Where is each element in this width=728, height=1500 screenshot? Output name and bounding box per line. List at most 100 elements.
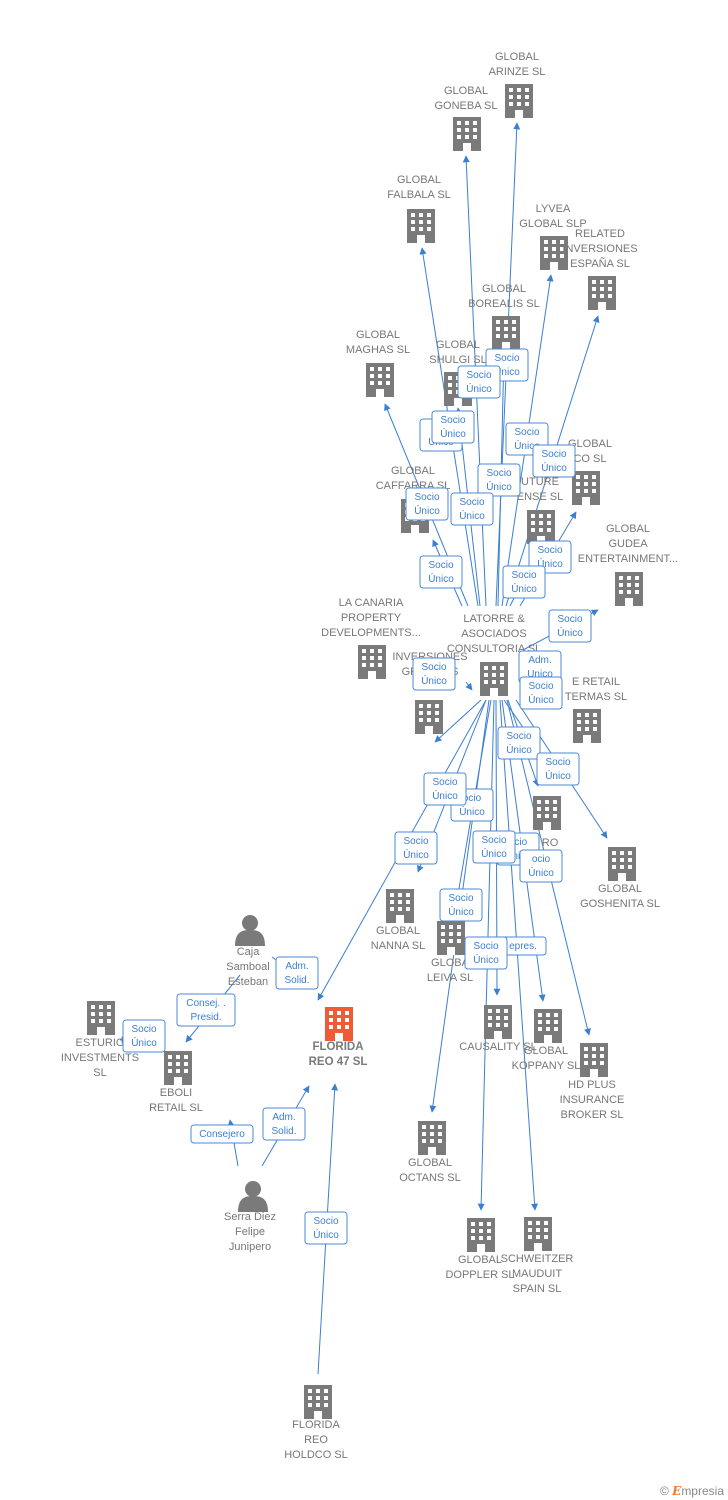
badge-label: Único: [545, 769, 571, 782]
badge-label: Único: [313, 1228, 339, 1241]
badge-box: [304, 1211, 348, 1245]
badge-label: Socio: [541, 449, 566, 460]
badge-box: [419, 555, 463, 589]
building-icon: [573, 709, 601, 743]
building-icon: [588, 276, 616, 310]
building-icon: [534, 1009, 562, 1043]
node-gudea[interactable]: GLOBALGUDEAENTERTAINMENT...: [578, 523, 678, 606]
badge-label: Único: [432, 789, 458, 802]
node-label: ENTERTAINMENT...: [578, 553, 678, 565]
node-label: ESPAÑA SL: [570, 257, 630, 270]
badge-label: Unico: [527, 669, 553, 680]
node-label: ESTURIO: [76, 1037, 125, 1049]
badge-label: Único: [481, 847, 507, 860]
relation-badge[interactable]: Consej. .Presid.: [176, 993, 236, 1027]
relation-badge[interactable]: Adm.Solid.: [262, 1107, 306, 1141]
badge-label: Socio: [403, 836, 428, 847]
node-label: GLOBAL: [376, 925, 420, 937]
brand-name: mpresia: [681, 1484, 724, 1498]
relation-badge[interactable]: Consejero: [190, 1124, 254, 1144]
badge-label: Único: [459, 805, 485, 818]
relation-badge[interactable]: Adm.Solid.: [275, 956, 319, 990]
badge-label: Único: [511, 582, 537, 595]
node-label: GLOBAL: [458, 1254, 502, 1266]
node-label: PROPERTY: [341, 612, 402, 624]
badge-label: Socio: [545, 757, 570, 768]
node-canaria[interactable]: LA CANARIAPROPERTYDEVELOPMENTS...: [321, 597, 421, 679]
relation-badge[interactable]: epres.: [499, 936, 547, 956]
building-icon: [580, 1043, 608, 1077]
node-label: LYVEA: [536, 203, 571, 215]
node-label: GLOBAL: [444, 85, 488, 97]
node-global_co[interactable]: GLOBAL CO SL: [568, 438, 612, 505]
badge-label: Socio: [528, 681, 553, 692]
empresia-brand[interactable]: © Empresia: [660, 1484, 724, 1498]
badge-label: Único: [486, 480, 512, 493]
node-label: CAUSALITY SL: [459, 1041, 536, 1053]
node-label: INVERSIONES: [562, 243, 637, 255]
node-label: CO SL: [573, 453, 606, 465]
node-label: GLOBAL: [568, 438, 612, 450]
badge-label: Socio: [466, 370, 491, 381]
badge-label: ocio: [509, 837, 528, 848]
badge-box: [439, 888, 483, 922]
node-label: Samboal: [226, 961, 269, 973]
node-causality[interactable]: CAUSALITY SL: [459, 1005, 537, 1053]
node-label: Felipe: [235, 1226, 265, 1238]
badge-label: Solid.: [271, 1126, 296, 1137]
building-icon: [366, 363, 394, 397]
node-label: GLOBAL: [482, 283, 526, 295]
brand-initial: E: [672, 1484, 682, 1498]
badge-label: Socio: [313, 1216, 338, 1227]
badge-label: Socio: [514, 427, 539, 438]
badge-label: Único: [440, 427, 466, 440]
badge-label: Socio: [421, 662, 446, 673]
